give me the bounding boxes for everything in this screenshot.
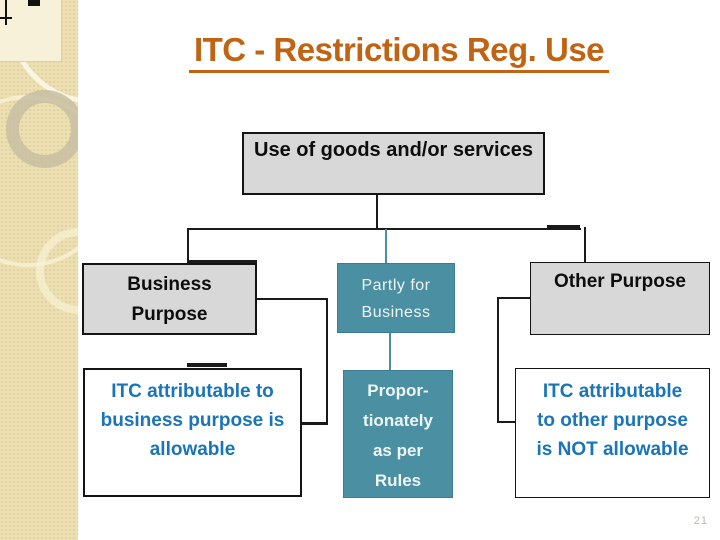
- connector-itc-left-dash: [187, 363, 227, 367]
- connector-right-elbow-horizontal: [498, 297, 531, 299]
- title-row: ITC - Restrictions Reg. Use: [78, 31, 720, 73]
- connector-rail-dash: [547, 225, 580, 228]
- node-itc-business-line3: allowable: [149, 439, 236, 460]
- node-proportionately: Propor- tionately as per Rules: [343, 370, 453, 498]
- connector-left-drop: [187, 228, 189, 263]
- connector-teal-top: [385, 229, 387, 264]
- node-business-purpose-line1: Business: [127, 274, 212, 295]
- connector-right-drop: [584, 227, 586, 263]
- decor-cream-panel: [0, 0, 62, 62]
- left-decoration-strip: [0, 0, 78, 540]
- connector-horizontal-rail: [187, 228, 581, 230]
- decor-ring: [6, 90, 78, 168]
- node-other-purpose: Other Purpose: [530, 262, 710, 335]
- slide-title: ITC - Restrictions Reg. Use: [188, 31, 610, 73]
- node-partly-for-business: Partly for Business: [337, 263, 455, 333]
- node-itc-other-not-allowable: ITC attributable to other purpose is NOT…: [515, 368, 710, 498]
- connector-teal-middle: [389, 333, 391, 371]
- connector-right-elbow-vertical: [497, 297, 499, 423]
- decor-crop-mark-horizontal: [0, 17, 12, 19]
- node-itc-other-line2: to other purpose: [537, 410, 688, 431]
- node-business-purpose-line2: Purpose: [131, 304, 208, 325]
- node-partly-line1: Partly for: [361, 277, 431, 294]
- node-use-of-goods: Use of goods and/or services: [242, 132, 545, 195]
- connector-business-top-dash: [188, 260, 257, 263]
- node-proportion-line3: as per: [372, 441, 424, 460]
- node-partly-line2: Business: [361, 304, 431, 321]
- node-proportion-line4: Rules: [374, 471, 422, 490]
- node-other-purpose-label: Other Purpose: [554, 271, 686, 292]
- node-itc-business-line2: business purpose is: [100, 410, 285, 431]
- connector-left-elbow-horizontal: [257, 298, 327, 300]
- node-itc-business-line1: ITC attributable to: [111, 381, 274, 402]
- node-use-of-goods-label: Use of goods and/or services: [254, 139, 533, 161]
- node-proportion-line2: tionately: [363, 411, 433, 430]
- node-business-purpose: Business Purpose: [82, 263, 257, 335]
- connector-left-elbow-dash: [302, 422, 328, 425]
- node-proportion-line1: Propor-: [367, 381, 429, 400]
- slide-page-number: 21: [693, 515, 708, 527]
- connector-root-vertical: [376, 195, 378, 229]
- connector-left-elbow-vertical: [326, 298, 328, 425]
- decor-crop-mark-vertical: [5, 0, 7, 25]
- node-itc-other-line1: ITC attributable: [542, 381, 683, 402]
- decor-black-rect: [28, 0, 40, 6]
- node-itc-other-line3: is NOT allowable: [536, 439, 689, 460]
- node-itc-business-allowable: ITC attributable to business purpose is …: [83, 368, 302, 497]
- connector-right-elbow-horizontal2: [497, 421, 516, 423]
